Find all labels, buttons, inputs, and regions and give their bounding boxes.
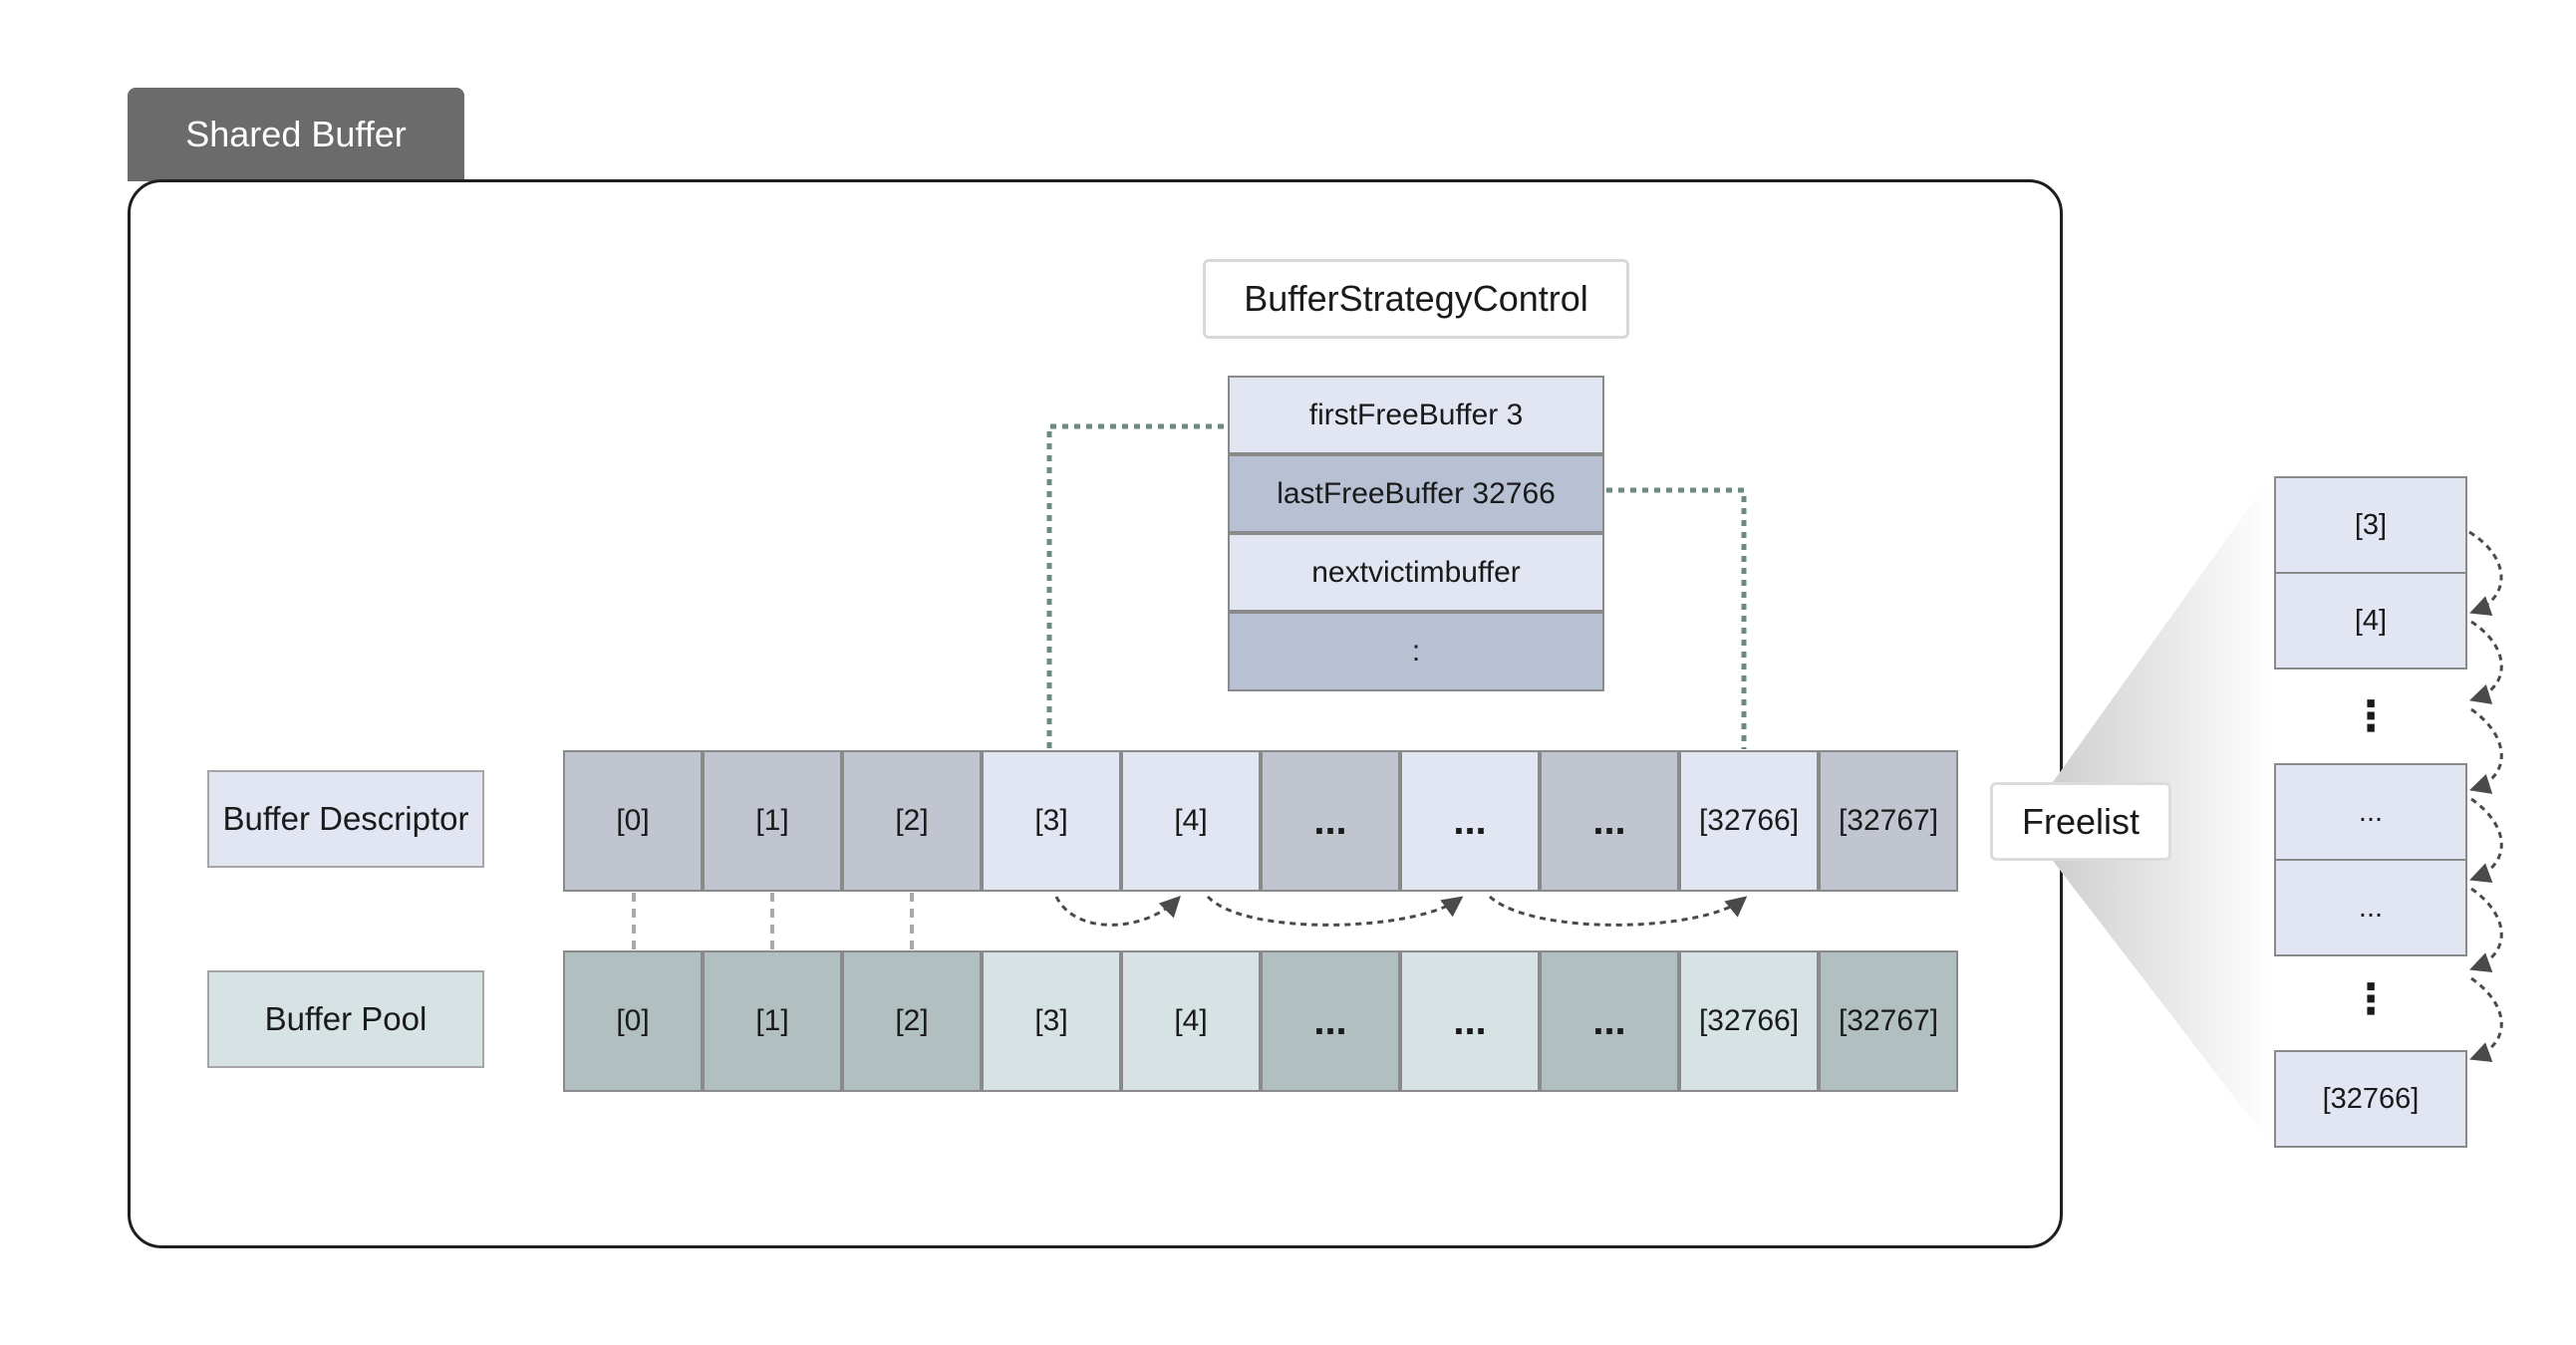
freelist-item: [4] — [2274, 572, 2467, 670]
freelist-side-arrow — [2469, 797, 2503, 884]
freelist-chain-arrow — [1489, 895, 1748, 927]
pool-cell: [4] — [1121, 950, 1261, 1092]
descriptor-cell: ... — [1540, 750, 1679, 892]
pool-cell: ... — [1400, 950, 1540, 1092]
last-free-pointer — [1606, 487, 1747, 749]
pool-cell: [32767] — [1819, 950, 1958, 1092]
descriptor-cell: [32767] — [1819, 750, 1958, 892]
freelist-side-arrow — [2468, 707, 2503, 794]
pool-cell: [3] — [982, 950, 1121, 1092]
freelist-ellipsis-icon: ⋮ — [2350, 692, 2392, 739]
pool-cell: [1] — [703, 950, 842, 1092]
shared-buffer-tab: Shared Buffer — [128, 88, 464, 181]
pool-cell: ... — [1540, 950, 1679, 1092]
descriptor-cell: [32766] — [1679, 750, 1819, 892]
freelist-ellipsis-icon: ⋮ — [2350, 975, 2392, 1022]
freelist-side-arrow — [2468, 620, 2503, 704]
descriptor-cell: [3] — [982, 750, 1121, 892]
buffer-strategy-control-title: BufferStrategyControl — [1203, 259, 1629, 339]
first-free-buffer-field: firstFreeBuffer 3 — [1228, 376, 1604, 454]
freelist-side-arrow — [2469, 976, 2503, 1063]
first-free-pointer — [1046, 423, 1224, 749]
pool-cell: [32766] — [1679, 950, 1819, 1092]
freelist-chain-arrow — [1054, 895, 1181, 927]
pool-cell: [0] — [563, 950, 703, 1092]
descriptor-cell: ... — [1400, 750, 1540, 892]
strategy-more-field: : — [1228, 612, 1604, 691]
descriptor-cell: [2] — [842, 750, 982, 892]
freelist-chain-arrow — [1206, 895, 1464, 927]
freelist-item: ... — [2274, 763, 2467, 861]
freelist-item: [32766] — [2274, 1050, 2467, 1148]
freelist-side-arrow — [2468, 530, 2503, 617]
pool-cell: ... — [1261, 950, 1400, 1092]
pool-cell: [2] — [842, 950, 982, 1092]
descriptor-cell: [1] — [703, 750, 842, 892]
descriptor-cell: [4] — [1121, 750, 1261, 892]
buffer-descriptor-label: Buffer Descriptor — [207, 770, 484, 868]
descriptor-cell: ... — [1261, 750, 1400, 892]
last-free-buffer-field: lastFreeBuffer 32766 — [1228, 454, 1604, 533]
freelist-side-arrow — [2469, 887, 2503, 973]
freelist-item: ... — [2274, 859, 2467, 956]
next-victim-buffer-field: nextvictimbuffer — [1228, 533, 1604, 612]
freelist-label: Freelist — [1990, 782, 2171, 861]
descriptor-cell: [0] — [563, 750, 703, 892]
buffer-pool-label: Buffer Pool — [207, 970, 484, 1068]
